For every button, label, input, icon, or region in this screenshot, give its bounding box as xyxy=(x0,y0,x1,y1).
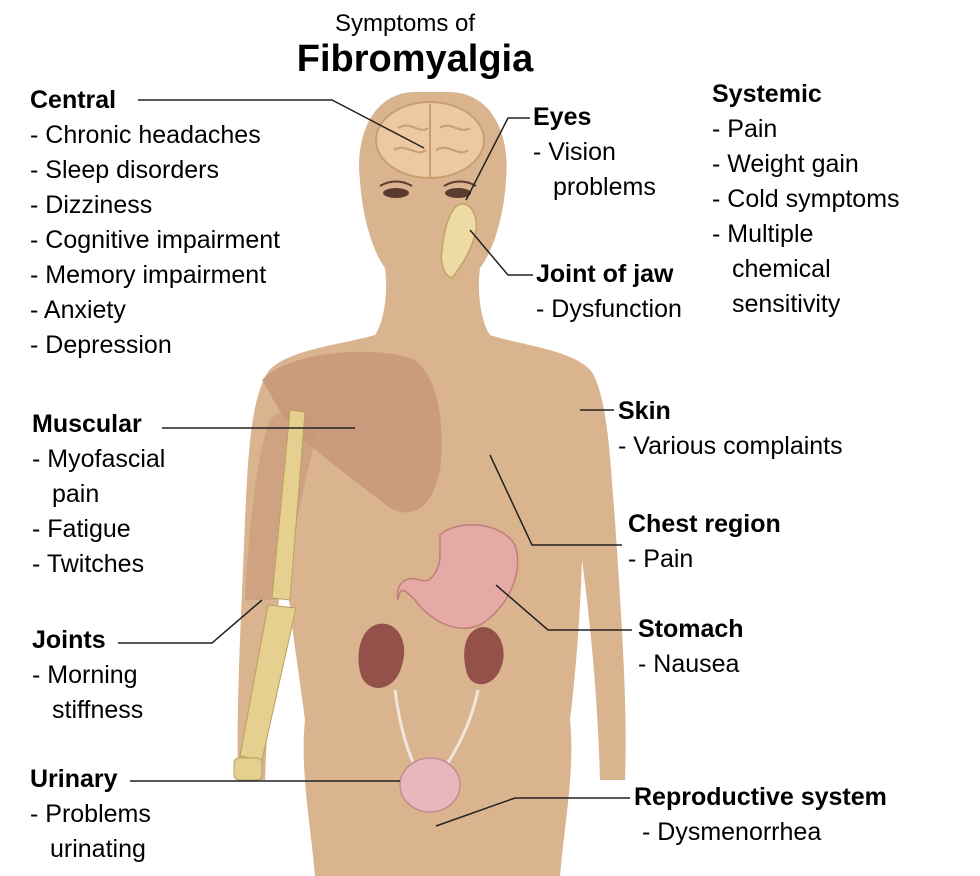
systemic-item: - Weight gain xyxy=(712,150,859,178)
central-item: - Dizziness xyxy=(30,191,153,219)
leader-eyes xyxy=(465,117,530,201)
leader-lines xyxy=(118,99,632,827)
stomach-organ xyxy=(396,524,519,629)
title-line2: Fibromyalgia xyxy=(296,38,534,80)
leader-chest xyxy=(489,454,622,546)
kidneys xyxy=(358,623,504,688)
jaw-bone xyxy=(440,203,478,279)
group-eyes: Eyes - Vision problems xyxy=(533,100,656,205)
heading-joints: Joints xyxy=(32,626,106,654)
muscular-item: pain xyxy=(52,480,100,508)
systemic-item: - Pain xyxy=(712,115,778,143)
chest-item: - Pain xyxy=(628,545,694,573)
group-jaw: Joint of jaw - Dysfunction xyxy=(536,257,682,327)
heading-chest: Chest region xyxy=(628,510,781,538)
joints-item: - Morning xyxy=(32,661,138,689)
heading-muscular: Muscular xyxy=(32,410,142,438)
leader-reproductive xyxy=(435,797,630,827)
leader-jaw xyxy=(469,229,533,276)
group-systemic: Systemic - Pain - Weight gain - Cold sym… xyxy=(712,77,900,322)
central-item: - Sleep disorders xyxy=(30,156,219,184)
leader-joints xyxy=(118,599,263,644)
reproductive-item: - Dysmenorrhea xyxy=(642,818,822,846)
title-line1: Symptoms of xyxy=(334,10,476,37)
systemic-item: - Cold symptoms xyxy=(712,185,900,213)
systemic-item: - Multiple xyxy=(712,220,814,248)
urinary-item: - Problems xyxy=(30,800,151,828)
joints-item: stiffness xyxy=(52,696,144,724)
heading-jaw: Joint of jaw xyxy=(536,260,674,288)
eyes-item: - Vision xyxy=(533,138,616,166)
group-joints: Joints - Morning stiffness xyxy=(32,623,143,728)
group-urinary: Urinary - Problems urinating xyxy=(30,762,151,867)
group-chest: Chest region - Pain xyxy=(628,507,781,577)
brain xyxy=(375,101,485,179)
central-item: - Memory impairment xyxy=(30,261,267,289)
eyes-item: problems xyxy=(553,173,656,201)
heading-central: Central xyxy=(30,86,117,114)
muscular-item: - Fatigue xyxy=(32,515,131,543)
central-item: - Chronic headaches xyxy=(30,121,261,149)
systemic-item: chemical xyxy=(732,255,831,283)
arm-bones xyxy=(233,409,306,781)
stomach-item: - Nausea xyxy=(638,650,740,678)
skin-item: - Various complaints xyxy=(618,432,843,460)
leader-stomach xyxy=(495,584,632,631)
group-central: Central - Chronic headaches - Sleep diso… xyxy=(30,83,280,363)
systemic-item: sensitivity xyxy=(732,290,841,318)
central-item: - Cognitive impairment xyxy=(30,226,281,254)
central-item: - Depression xyxy=(30,331,172,359)
leader-central xyxy=(138,99,425,149)
heading-eyes: Eyes xyxy=(533,103,592,131)
heading-urinary: Urinary xyxy=(30,765,118,793)
group-skin: Skin - Various complaints xyxy=(618,394,843,464)
muscular-item: - Myofascial xyxy=(32,445,166,473)
central-item: - Anxiety xyxy=(30,296,126,324)
muscular-item: - Twitches xyxy=(32,550,145,578)
urinary-item: urinating xyxy=(50,835,146,863)
group-reproductive: Reproductive system - Dysmenorrhea xyxy=(634,780,887,850)
jaw-item: - Dysfunction xyxy=(536,295,682,323)
heading-skin: Skin xyxy=(618,397,671,425)
heading-stomach: Stomach xyxy=(638,615,744,643)
group-muscular: Muscular - Myofascial pain - Fatigue - T… xyxy=(32,407,165,582)
bladder xyxy=(399,757,461,813)
heading-systemic: Systemic xyxy=(712,80,822,108)
heading-reproductive: Reproductive system xyxy=(634,783,887,811)
group-stomach: Stomach - Nausea xyxy=(638,612,744,682)
